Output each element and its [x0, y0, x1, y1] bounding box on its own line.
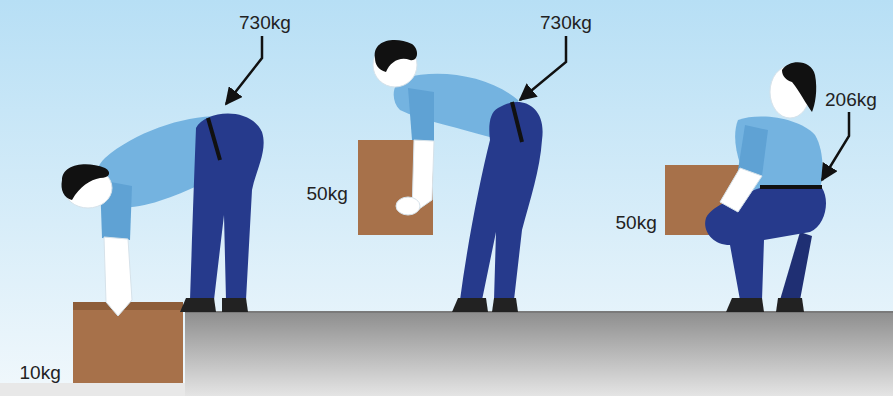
load-callout: 730kg — [239, 13, 291, 32]
hair — [782, 62, 816, 112]
figure-bent-holding — [358, 40, 543, 312]
box-weight: 50kg — [307, 184, 348, 203]
load-callout: 730kg — [540, 13, 592, 32]
box-weight: 50kg — [616, 213, 657, 232]
arm — [720, 168, 762, 212]
box — [73, 302, 183, 383]
hand — [396, 197, 420, 215]
leader-arrow — [226, 36, 262, 104]
shoe — [776, 298, 804, 312]
leader-arrow — [822, 112, 849, 180]
raised-floor — [185, 312, 893, 396]
belt — [760, 185, 822, 189]
hair — [375, 40, 417, 72]
belt — [208, 118, 220, 160]
sleeve — [738, 125, 768, 176]
lower-floor — [0, 383, 186, 396]
shoe — [180, 298, 216, 312]
hair — [61, 164, 109, 200]
shoe — [492, 298, 518, 312]
pants — [190, 114, 264, 301]
load-callout: 206kg — [825, 90, 877, 109]
shoe — [726, 298, 764, 312]
shoe — [222, 298, 248, 312]
leader-arrow — [520, 36, 566, 100]
sleeve — [408, 88, 434, 142]
box — [358, 140, 433, 235]
pants-back-leg — [780, 232, 812, 300]
arm — [104, 237, 132, 316]
figure-bent-low — [61, 114, 263, 384]
pants — [705, 188, 826, 300]
shoe — [452, 298, 488, 312]
pants — [460, 102, 543, 300]
figure-squat — [665, 62, 826, 312]
belt — [512, 102, 522, 142]
box-weight: 10kg — [20, 363, 61, 382]
